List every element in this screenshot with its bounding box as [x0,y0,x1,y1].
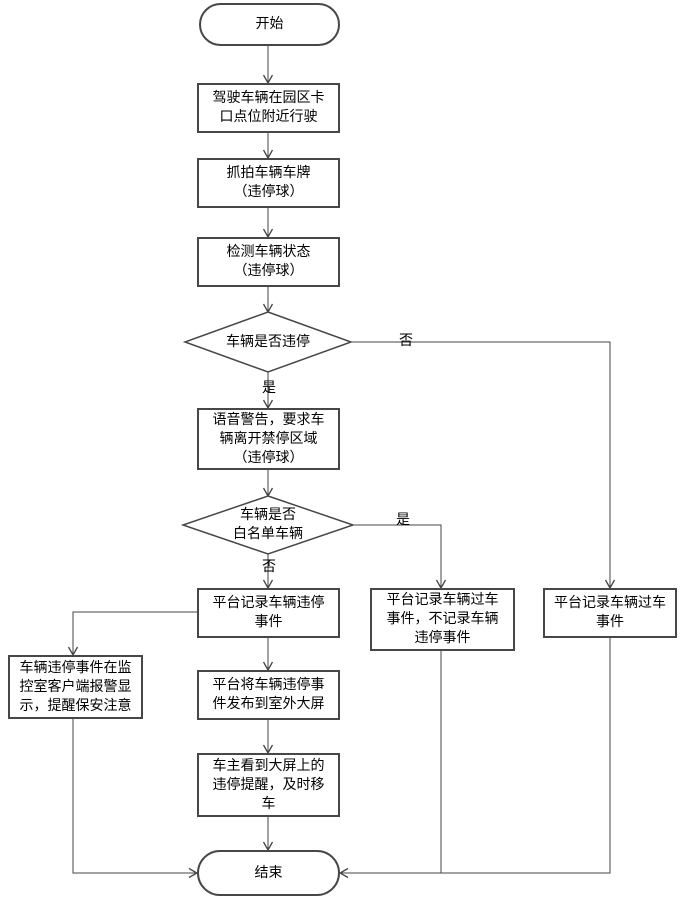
connector-whitelist-yes-record-pass-no-violation [352,524,441,588]
capture-plate-process: 抓拍车辆车牌 （违停球） [197,158,340,208]
end-terminator: 结束 [197,850,340,896]
violation-decision-label: 车辆是否违停 [226,333,310,350]
record-violation-process: 平台记录车辆违停 事件 [197,588,340,638]
whitelist-decision-label: 车辆是否 白名单车辆 [233,507,303,542]
connector-record-violation-monitor-alert [73,611,197,655]
connector-monitor-alert-end [72,718,197,873]
whitelist-decision-shape [180,495,356,555]
monitor-alert-process: 车辆违停事件在监 控室客户端报警显 示，提醒保安注意 [8,655,143,719]
record-pass-process: 平台记录车辆过车 事件 [543,588,677,638]
violation-decision-shape [182,311,354,373]
detect-status-process: 检测车辆状态 （违停球） [197,237,340,287]
voice-warning-process: 语音警告，要求车 辆离开禁停区域 （违停球） [197,408,340,470]
violation-yes-label: 是 [262,380,276,396]
violation-no-label: 否 [399,333,413,349]
drive-process: 驾驶车辆在园区卡 口点位附近行驶 [197,83,340,133]
start-terminator: 开始 [199,3,340,46]
connector-record-pass-end [340,637,611,873]
whitelist-yes-label: 是 [396,512,410,528]
whitelist-no-label: 否 [262,559,276,575]
connector-violation-no-record-pass [349,341,610,588]
owner-moves-process: 车主看到大屏上的 违停提醒，及时移 车 [197,753,340,817]
record-pass-no-violation-process: 平台记录车辆过车 事件，不记录车辆 违停事件 [370,588,515,651]
publish-screen-process: 平台将车辆违停事 件发布到室外大屏 [197,670,340,720]
